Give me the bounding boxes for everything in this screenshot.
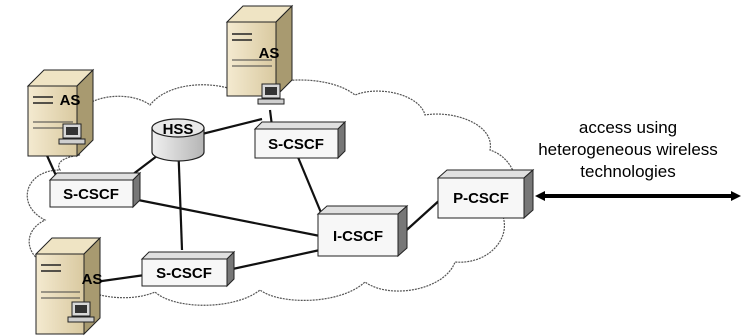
- scscf-left-label: S-CSCF: [63, 186, 119, 203]
- as-server-top: AS: [225, 4, 294, 105]
- pcscf-label: P-CSCF: [453, 190, 509, 207]
- as-label-bottom: AS: [82, 271, 103, 288]
- icscf-node: I-CSCF: [316, 204, 409, 258]
- scscf-top-node: S-CSCF: [253, 120, 347, 160]
- access-line-3: technologies: [580, 162, 676, 181]
- icscf-label: I-CSCF: [333, 228, 383, 245]
- hss-label: HSS: [163, 121, 194, 138]
- as-server-bottom: AS: [34, 236, 103, 336]
- as-server-left: AS: [26, 68, 95, 158]
- as-label-left: AS: [60, 92, 81, 109]
- scscf-left-node: S-CSCF: [48, 171, 142, 209]
- access-line-2: heterogeneous wireless: [538, 140, 718, 159]
- access-description: access using heterogeneous wireless tech…: [505, 117, 749, 183]
- scscf-bottom-node: S-CSCF: [140, 250, 236, 288]
- scscf-bottom-label: S-CSCF: [156, 265, 212, 282]
- pcscf-node: P-CSCF: [436, 168, 535, 220]
- scscf-top-label: S-CSCF: [268, 136, 324, 153]
- access-line-1: access using: [578, 118, 678, 137]
- as-label-top: AS: [259, 45, 280, 62]
- hss-node: HSS: [151, 118, 205, 162]
